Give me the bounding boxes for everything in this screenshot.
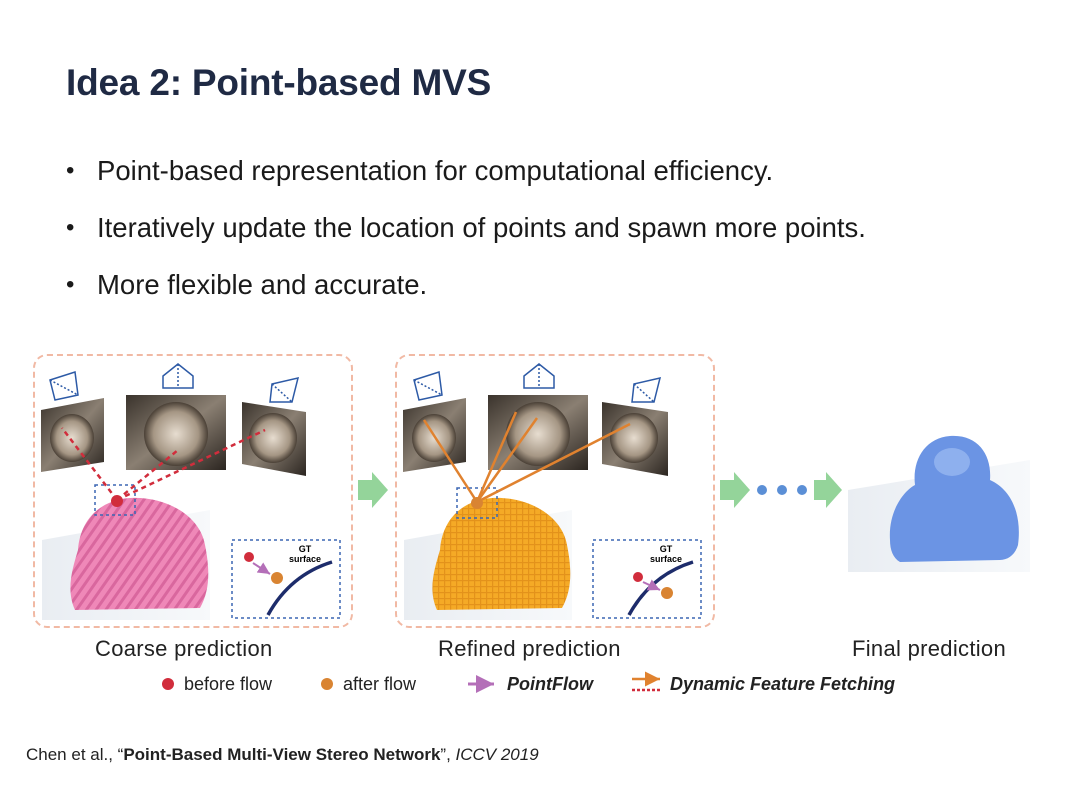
after-flow-legend-icon xyxy=(321,678,333,690)
pointflow-arrow xyxy=(642,579,661,591)
legend-after-flow: after flow xyxy=(343,674,417,694)
input-image xyxy=(126,395,226,470)
legend-dynamic-feature-fetching: Dynamic Feature Fetching xyxy=(670,674,896,694)
gt-label: GT xyxy=(299,544,312,554)
coarse-panel xyxy=(33,354,353,628)
gt-inset xyxy=(231,539,341,619)
legend-before-flow: before flow xyxy=(184,674,273,694)
citation-paper-title: Point-Based Multi-View Stereo Network xyxy=(123,745,441,764)
final-head-highlight xyxy=(934,448,970,476)
gt-inset xyxy=(592,539,702,619)
camera-icon xyxy=(49,371,79,401)
fetch-rays xyxy=(61,427,266,502)
dynamic-fetching-legend-icon xyxy=(632,671,660,692)
input-image xyxy=(488,395,588,470)
citation-prefix: Chen et al., “ xyxy=(26,745,124,764)
refined-point-cloud xyxy=(432,497,571,610)
camera-icon xyxy=(413,371,443,401)
bullet-dot-icon: • xyxy=(66,214,75,241)
before-flow-legend-icon xyxy=(162,678,174,690)
citation: Chen et al., “Point-Based Multi-View Ste… xyxy=(26,745,539,765)
citation-separator: ”, xyxy=(440,745,456,764)
ellipsis-dot-icon xyxy=(757,485,767,495)
before-flow-point xyxy=(633,572,643,582)
before-flow-point xyxy=(111,495,123,507)
bullet-item: • Iteratively update the location of poin… xyxy=(66,207,866,264)
gt-label: GT xyxy=(660,544,673,554)
input-image xyxy=(41,398,104,472)
surface-label: surface xyxy=(289,554,321,564)
bullet-item: • Point-based representation for computat… xyxy=(66,150,866,207)
final-panel-art xyxy=(848,435,1030,572)
refined-panel-art: GT surface xyxy=(403,363,702,620)
bullet-dot-icon: • xyxy=(66,271,75,298)
pointflow-arrow xyxy=(252,562,271,575)
bullet-text: Point-based representation for computati… xyxy=(97,155,774,186)
input-image xyxy=(242,402,306,476)
fetch-rays xyxy=(422,411,631,504)
after-flow-point xyxy=(471,497,483,509)
slide-title: Idea 2: Point-based MVS xyxy=(66,62,492,103)
ellipsis-dot-icon xyxy=(797,485,807,495)
bullet-text: More flexible and accurate. xyxy=(97,269,428,300)
input-image xyxy=(403,398,466,472)
flow-arrow-icon xyxy=(814,472,842,508)
camera-icon xyxy=(269,376,300,403)
after-flow-point xyxy=(271,572,283,584)
flow-arrow-icon xyxy=(720,472,750,508)
selected-point-box xyxy=(456,487,498,519)
bullet-text: Iteratively update the location of point… xyxy=(97,212,866,243)
bullet-dot-icon: • xyxy=(66,157,75,184)
input-image xyxy=(602,402,668,476)
after-flow-point xyxy=(661,587,673,599)
flow-arrow-icon xyxy=(358,472,388,508)
final-caption: Final prediction xyxy=(852,636,1006,661)
refined-panel xyxy=(395,354,715,628)
camera-icon xyxy=(162,363,194,389)
coarse-panel-art: GT surface xyxy=(41,363,341,620)
before-flow-point xyxy=(244,552,254,562)
bullet-item: • More flexible and accurate. xyxy=(66,264,866,321)
bullet-list: • Point-based representation for computat… xyxy=(66,150,866,321)
refined-caption: Refined prediction xyxy=(438,636,621,661)
legend-pointflow: PointFlow xyxy=(507,674,593,694)
ellipsis-dot-icon xyxy=(777,485,787,495)
coarse-caption: Coarse prediction xyxy=(95,636,273,661)
final-point-cloud xyxy=(889,435,1019,562)
gt-surface-curve xyxy=(266,560,333,616)
surface-label: surface xyxy=(650,554,682,564)
figure-drawing: GT surface xyxy=(41,363,1030,693)
camera-icon xyxy=(523,363,555,389)
pipeline-figure: GT surface xyxy=(0,340,1080,710)
coarse-point-cloud xyxy=(70,497,209,610)
citation-venue: ICCV 2019 xyxy=(455,745,539,764)
camera-icon xyxy=(631,376,662,403)
selected-point-box xyxy=(94,484,136,516)
